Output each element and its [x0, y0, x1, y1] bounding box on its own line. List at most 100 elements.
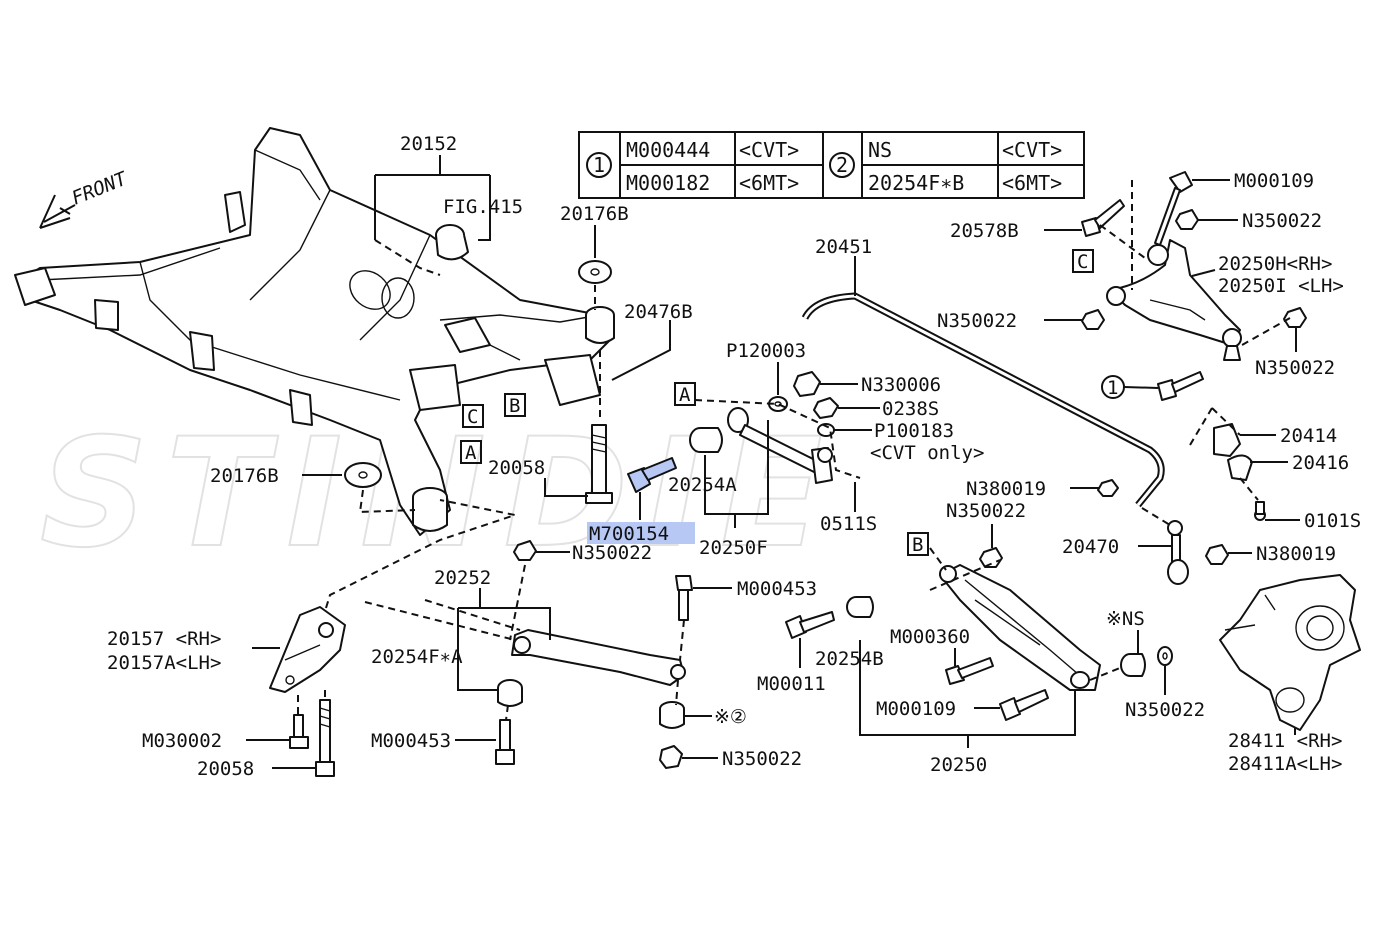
nut-icon	[1081, 309, 1105, 330]
part-label: M000453	[371, 730, 451, 752]
bolt-icon	[1154, 171, 1193, 246]
callout-b-box: B	[504, 393, 526, 417]
part-label: 20250I <LH>	[1218, 275, 1344, 297]
table-cell: M000182	[626, 171, 710, 195]
callout-c-label: C	[1077, 251, 1088, 273]
part-label: 20157A<LH>	[107, 652, 221, 674]
part-label: N350022	[1242, 210, 1322, 232]
knuckle-housing	[1219, 574, 1361, 731]
bolt-icon	[999, 689, 1049, 721]
variant-table: 1 2 M000444 <CVT> NS <CVT> M000182 <6MT>…	[578, 131, 1085, 199]
bolt-icon	[1157, 371, 1204, 401]
part-label: ※NS	[1106, 608, 1145, 630]
long-bolt-icon	[585, 424, 613, 504]
table-cell: <CVT>	[1002, 138, 1062, 162]
bolt-icon	[1081, 199, 1125, 237]
callout-circle-1: 1	[1101, 375, 1125, 399]
part-label: N380019	[1256, 543, 1336, 565]
part-label: 20176B	[560, 203, 629, 225]
bolt-icon	[785, 611, 835, 639]
part-label: N350022	[1125, 699, 1205, 721]
table-cell: <6MT>	[739, 171, 799, 195]
washer-icon	[1157, 646, 1173, 666]
front-label: FRONT	[69, 167, 132, 209]
part-label: 28411 <RH>	[1228, 730, 1342, 752]
lower-bushing-icon	[412, 487, 448, 532]
upper-arm	[1106, 239, 1242, 361]
part-label: N380019	[966, 478, 1046, 500]
lower-arm	[939, 564, 1101, 691]
callout-a-label: A	[679, 384, 691, 406]
bushing-icon	[659, 701, 685, 729]
bolt-icon	[945, 657, 994, 685]
part-labels: 20152 FIG.415 20176B 20476B 20451 P12000…	[107, 133, 1361, 780]
mount-bushing-icon	[585, 306, 615, 344]
long-bolt-icon	[315, 699, 335, 777]
table-cell: 20254F∗B	[868, 171, 964, 195]
callout-b-label: B	[509, 395, 520, 417]
part-label: N350022	[937, 310, 1017, 332]
table-cell: NS	[868, 138, 892, 162]
table-cell: M000444	[626, 138, 710, 162]
part-label: M000360	[890, 626, 970, 648]
part-label: 20414	[1280, 425, 1337, 447]
bar-bushing-icon	[1213, 423, 1241, 457]
callout-b-label: B	[912, 534, 923, 556]
callout-c-box: C	[462, 404, 484, 428]
nut-icon	[1097, 479, 1119, 497]
part-label: 20578B	[950, 220, 1019, 242]
crossmember-bushing-icon	[435, 224, 469, 261]
bolt-icon	[495, 719, 515, 765]
part-label: M000109	[1234, 170, 1314, 192]
part-label: 20254F∗A	[371, 646, 463, 668]
stopper-washer-icon	[578, 260, 612, 284]
part-label: P120003	[726, 340, 806, 362]
mount-bracket	[269, 606, 346, 693]
part-label: 20157 <RH>	[107, 628, 221, 650]
bushing-icon	[846, 596, 874, 618]
part-label: 0511S	[820, 513, 877, 535]
part-label: 20250F	[699, 537, 768, 559]
part-label: P100183	[874, 420, 954, 442]
lower-link	[511, 629, 686, 686]
part-label: 20250	[930, 754, 987, 776]
front-arrow-icon: FRONT	[39, 167, 132, 229]
stabilizer-bar	[801, 292, 1165, 508]
stabilizer-link	[1167, 520, 1189, 585]
part-label-highlighted: M700154	[589, 523, 669, 545]
table-group2-symbol: 2	[836, 153, 848, 177]
part-label: 20476B	[624, 301, 693, 323]
part-label: N350022	[1255, 357, 1335, 379]
table-cell: <CVT>	[739, 138, 799, 162]
part-label: M000109	[876, 698, 956, 720]
part-label: 20058	[488, 457, 545, 479]
nut-icon	[1283, 307, 1307, 328]
highlighted-bolt-icon	[587, 457, 695, 544]
callout-a-box: A	[674, 382, 696, 406]
bar-bracket-icon	[1227, 454, 1266, 521]
bushing-icon	[1120, 653, 1146, 677]
part-label: N350022	[572, 542, 652, 564]
part-label: 20254B	[815, 648, 884, 670]
nut-icon	[1175, 209, 1199, 230]
subframe-crossmember	[14, 127, 611, 536]
part-label: 20252	[434, 567, 491, 589]
part-label: N330006	[861, 374, 941, 396]
part-label: N350022	[946, 500, 1026, 522]
bolt-icon	[675, 575, 693, 621]
part-label: 28411A<LH>	[1228, 753, 1342, 775]
part-label: M000453	[737, 578, 817, 600]
table-cell: <6MT>	[1002, 171, 1062, 195]
nut-icon	[793, 371, 821, 397]
part-label: 20416	[1292, 452, 1349, 474]
part-label: 0238S	[882, 398, 939, 420]
nut-icon	[513, 540, 537, 561]
part-label: 20058	[197, 758, 254, 780]
nut-icon	[1205, 544, 1229, 565]
callout-c-label: C	[467, 406, 478, 428]
part-label: M030002	[142, 730, 222, 752]
part-label: 20250H<RH>	[1218, 253, 1332, 275]
nut-icon	[813, 397, 839, 419]
